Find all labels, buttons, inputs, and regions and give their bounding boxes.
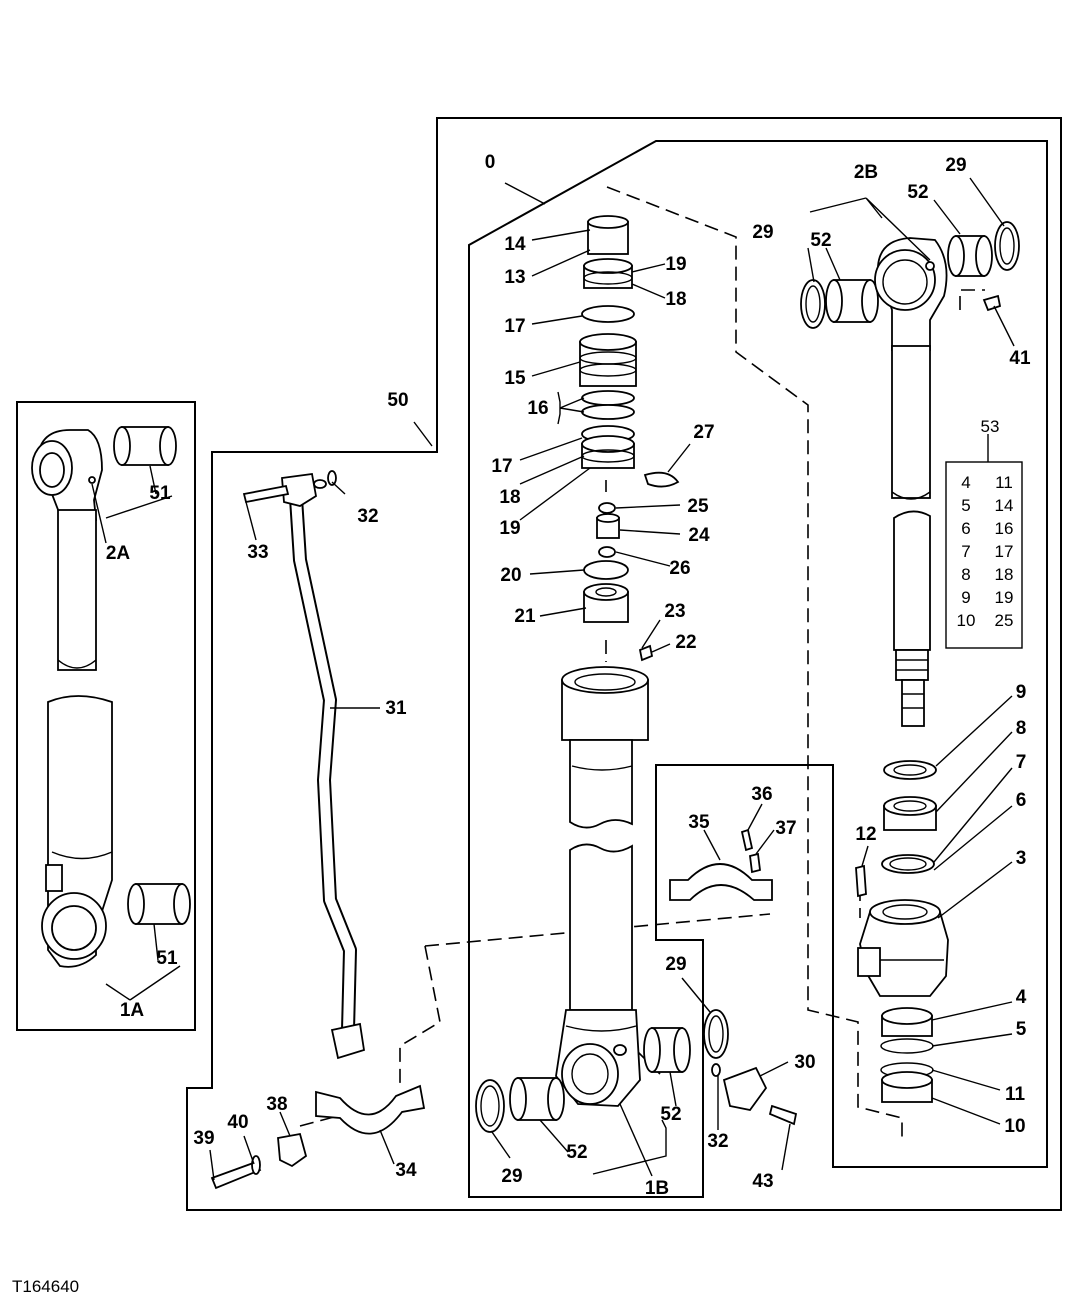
callout-27: 27 xyxy=(693,422,714,443)
callout-18-lower: 18 xyxy=(499,487,520,508)
callout-7: 7 xyxy=(1016,752,1027,773)
callout-2b: 2B xyxy=(854,162,878,183)
callout-8: 8 xyxy=(1016,718,1027,739)
callout-3: 3 xyxy=(1016,848,1027,869)
callout-15: 15 xyxy=(504,368,526,389)
callout-12: 12 xyxy=(855,824,876,845)
kit-table-item: 5 xyxy=(961,496,970,515)
kit-table-qty: 17 xyxy=(995,542,1014,561)
band-clamp xyxy=(669,828,773,901)
callout-20: 20 xyxy=(500,565,521,586)
callout-1a: 1A xyxy=(120,1000,145,1021)
callout-25: 25 xyxy=(687,496,709,517)
kit-table-frame xyxy=(945,461,1023,649)
callout-2a: 2A xyxy=(106,543,131,564)
callout-32-top: 32 xyxy=(357,506,378,527)
leader-lines xyxy=(91,177,1015,1181)
kit-table-qty: 25 xyxy=(995,611,1014,630)
figure-reference: T164640 xyxy=(12,1277,79,1296)
kit-table-item: 7 xyxy=(961,542,970,561)
right-rod-assembly xyxy=(800,221,1020,1103)
callout-52-center-left: 52 xyxy=(566,1142,587,1163)
callout-36: 36 xyxy=(751,784,772,805)
diagram-frames xyxy=(16,117,1062,1211)
callout-5: 5 xyxy=(1016,1019,1027,1040)
callout-29-center-right: 29 xyxy=(665,954,686,975)
callout-29-right-left: 29 xyxy=(752,222,773,243)
kit-table-item: 6 xyxy=(961,519,970,538)
callout-40: 40 xyxy=(227,1112,248,1133)
cylinder-assembly-1a xyxy=(31,426,191,968)
callout-39: 39 xyxy=(193,1128,214,1149)
callout-29-center-left: 29 xyxy=(501,1166,522,1187)
callout-32-bottom: 32 xyxy=(707,1131,728,1152)
callout-52-right-top: 52 xyxy=(907,182,928,203)
kit-table-item: 8 xyxy=(961,565,970,584)
callout-33: 33 xyxy=(247,542,268,563)
callout-14: 14 xyxy=(504,234,526,255)
kit-table-qty: 19 xyxy=(995,588,1014,607)
callout-29-right-top: 29 xyxy=(945,155,966,176)
callout-19-upper: 19 xyxy=(665,254,686,275)
callout-26: 26 xyxy=(669,558,690,579)
assembly-dash-lines xyxy=(299,186,985,1142)
callout-1b: 1B xyxy=(645,1178,669,1199)
callout-22: 22 xyxy=(675,632,696,653)
kit-table-qty: 14 xyxy=(995,496,1014,515)
callout-41: 41 xyxy=(1009,348,1031,369)
callout-37: 37 xyxy=(775,818,796,839)
callout-17-lower: 17 xyxy=(491,456,512,477)
callout-labels: 0 50 14 13 19 18 17 15 16 17 18 19 27 25… xyxy=(106,152,1031,1199)
callout-10: 10 xyxy=(1004,1116,1025,1137)
callout-52-center-right: 52 xyxy=(660,1104,681,1125)
kit-table-qty: 11 xyxy=(995,473,1013,492)
callout-19-lower: 19 xyxy=(499,518,520,539)
pipe-assembly xyxy=(210,470,426,1190)
callout-23: 23 xyxy=(664,601,685,622)
callout-11: 11 xyxy=(1005,1084,1026,1105)
kit-table-53: 53 4 11 5 14 6 16 7 17 8 18 9 19 10 25 xyxy=(945,417,1023,649)
callout-51-bottom: 51 xyxy=(156,948,178,969)
callout-16: 16 xyxy=(527,398,548,419)
kit-table-item: 4 xyxy=(961,473,970,492)
kit-table-title: 53 xyxy=(981,417,1000,436)
callout-4: 4 xyxy=(1016,987,1027,1008)
callout-35: 35 xyxy=(688,812,710,833)
callout-38: 38 xyxy=(266,1094,287,1115)
callout-17-upper: 17 xyxy=(504,316,525,337)
callout-6: 6 xyxy=(1016,790,1027,811)
inset-frame-left xyxy=(16,401,196,1031)
callout-9: 9 xyxy=(1016,682,1027,703)
frame-outer-50 xyxy=(186,117,1062,1211)
callout-24: 24 xyxy=(688,525,710,546)
center-cylinder-parts xyxy=(475,215,798,1133)
kit-table-rows: 4 11 5 14 6 16 7 17 8 18 9 19 10 25 xyxy=(957,473,1014,630)
callout-13: 13 xyxy=(504,267,525,288)
kit-table-item: 9 xyxy=(961,588,970,607)
kit-table-item: 10 xyxy=(957,611,976,630)
callout-31: 31 xyxy=(385,698,407,719)
callout-51-top: 51 xyxy=(149,483,171,504)
callout-34: 34 xyxy=(395,1160,417,1181)
callout-43: 43 xyxy=(752,1171,773,1192)
callout-52-right-left: 52 xyxy=(810,230,831,251)
kit-table-qty: 16 xyxy=(995,519,1014,538)
kit-table-qty: 18 xyxy=(995,565,1014,584)
frame-middle-0 xyxy=(468,140,1048,1198)
callout-21: 21 xyxy=(514,606,536,627)
callout-30: 30 xyxy=(794,1052,815,1073)
callout-0: 0 xyxy=(485,152,496,173)
callout-18-upper: 18 xyxy=(665,289,686,310)
callout-50: 50 xyxy=(387,390,408,411)
